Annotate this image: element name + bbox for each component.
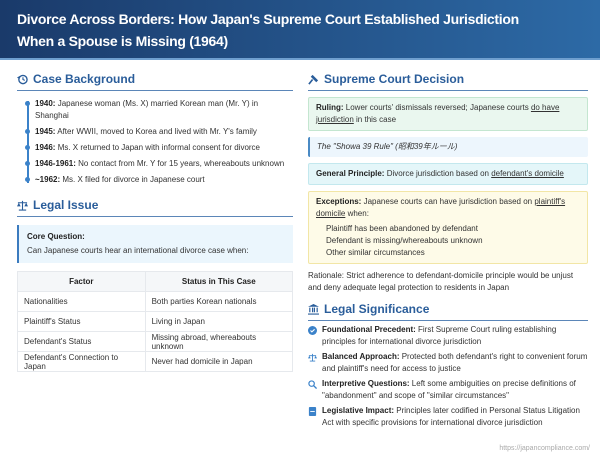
table-cell: Plaintiff's Status: [17, 311, 146, 332]
exceptions-box: Exceptions: Japanese courts can have jur…: [308, 191, 588, 264]
core-question-box: Core Question: Can Japanese courts hear …: [17, 225, 293, 263]
timeline-item: 1946: Ms. X returned to Japan with infor…: [25, 140, 293, 156]
significance-item: Legislative Impact: Principles later cod…: [308, 405, 588, 429]
table-cell: Both parties Korean nationals: [144, 291, 294, 312]
history-icon: [17, 74, 28, 84]
significance-item: Interpretive Questions: Left some ambigu…: [308, 378, 588, 402]
search-icon: [308, 380, 317, 389]
significance-item: Balanced Approach: Protected both defend…: [308, 351, 588, 375]
column-header: Factor: [17, 271, 146, 292]
left-column: Case Background 1940: Japanese woman (Ms…: [17, 68, 294, 372]
principle-box: General Principle: Divorce jurisdiction …: [308, 163, 588, 185]
column-header: Status in This Case: [144, 271, 294, 292]
decision-heading: Supreme Court Decision: [308, 68, 588, 91]
case-background-heading: Case Background: [17, 68, 293, 91]
gavel-icon: [308, 74, 319, 85]
balance-scale-icon: [308, 353, 317, 362]
right-column: Supreme Court Decision Ruling: Lower cou…: [308, 68, 588, 429]
exception-item: Other similar circumstances: [326, 248, 425, 257]
exception-item: Plaintiff has been abandoned by defendan…: [326, 224, 478, 233]
check-badge-icon: [308, 326, 317, 335]
footer-url[interactable]: https://japancompliance.com/: [499, 445, 590, 452]
table-cell: Missing abroad, whereabouts unknown: [144, 331, 294, 352]
table-cell: Living in Japan: [144, 311, 294, 332]
page-title-line2: When a Spouse is Missing (1964): [17, 33, 228, 49]
significance-item: Foundational Precedent: First Supreme Co…: [308, 324, 588, 348]
ruling-box: Ruling: Lower courts' dismissals reverse…: [308, 97, 588, 131]
page-header: Divorce Across Borders: How Japan's Supr…: [0, 0, 600, 60]
timeline: 1940: Japanese woman (Ms. X) married Kor…: [25, 96, 293, 188]
book-icon: [308, 407, 317, 416]
table-cell: Defendant's Connection to Japan: [17, 351, 146, 372]
table-cell: Defendant's Status: [17, 331, 146, 352]
legal-issue-heading: Legal Issue: [17, 194, 293, 217]
timeline-item: ~1962: Ms. X filed for divorce in Japane…: [25, 172, 293, 188]
table-cell: Nationalities: [17, 291, 146, 312]
page-title: Divorce Across Borders: How Japan's Supr…: [17, 11, 519, 27]
significance-heading: Legal Significance: [308, 298, 588, 321]
rule-name-box: The "Showa 39 Rule" (昭和39年ルール): [308, 137, 588, 157]
rationale-text: Rationale: Strict adherence to defendant…: [308, 271, 574, 292]
scale-icon: [17, 200, 28, 211]
table-cell: Never had domicile in Japan: [144, 351, 294, 372]
timeline-item: 1946-1961: No contact from Mr. Y for 15 …: [25, 156, 293, 172]
timeline-item: 1940: Japanese woman (Ms. X) married Kor…: [25, 96, 293, 124]
landmark-icon: [308, 303, 319, 315]
timeline-item: 1945: After WWII, moved to Korea and liv…: [25, 124, 293, 140]
exception-item: Defendant is missing/whereabouts unknown: [326, 236, 483, 245]
